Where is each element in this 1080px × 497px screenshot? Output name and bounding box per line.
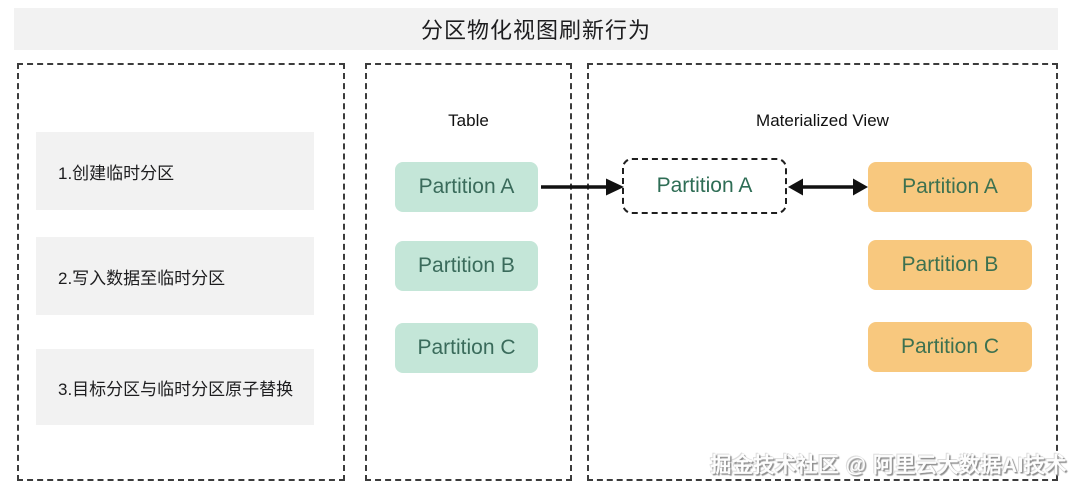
table-partition-b: Partition B xyxy=(395,241,538,291)
table-partition-a: Partition A xyxy=(395,162,538,212)
materialized-view-panel-label: Materialized View xyxy=(756,111,889,130)
step-item-2: 2.写入数据至临时分区 xyxy=(36,237,314,315)
steps-panel xyxy=(17,63,345,481)
step-label: 2.写入数据至临时分区 xyxy=(58,268,226,288)
temp-partition-a: Partition A xyxy=(622,158,787,214)
mv-partition-a: Partition A xyxy=(868,162,1032,212)
mv-partition-b: Partition B xyxy=(868,240,1032,290)
step-item-1: 1.创建临时分区 xyxy=(36,132,314,210)
diagram-title: 分区物化视图刷新行为 xyxy=(420,18,651,43)
step-label: 3.目标分区与临时分区原子替换 xyxy=(58,379,294,399)
materialized-view-panel xyxy=(587,63,1058,481)
step-label: 1.创建临时分区 xyxy=(58,163,175,183)
step-item-3: 3.目标分区与临时分区原子替换 xyxy=(36,349,314,425)
watermark: 掘金技术社区 @ 阿里云大数据AI技术 xyxy=(710,454,1067,477)
table-panel-label: Table xyxy=(448,111,489,130)
mv-partition-c: Partition C xyxy=(868,322,1032,372)
table-panel xyxy=(365,63,572,481)
table-partition-c: Partition C xyxy=(395,323,538,373)
diagram-title-bar: 分区物化视图刷新行为 xyxy=(14,8,1058,50)
